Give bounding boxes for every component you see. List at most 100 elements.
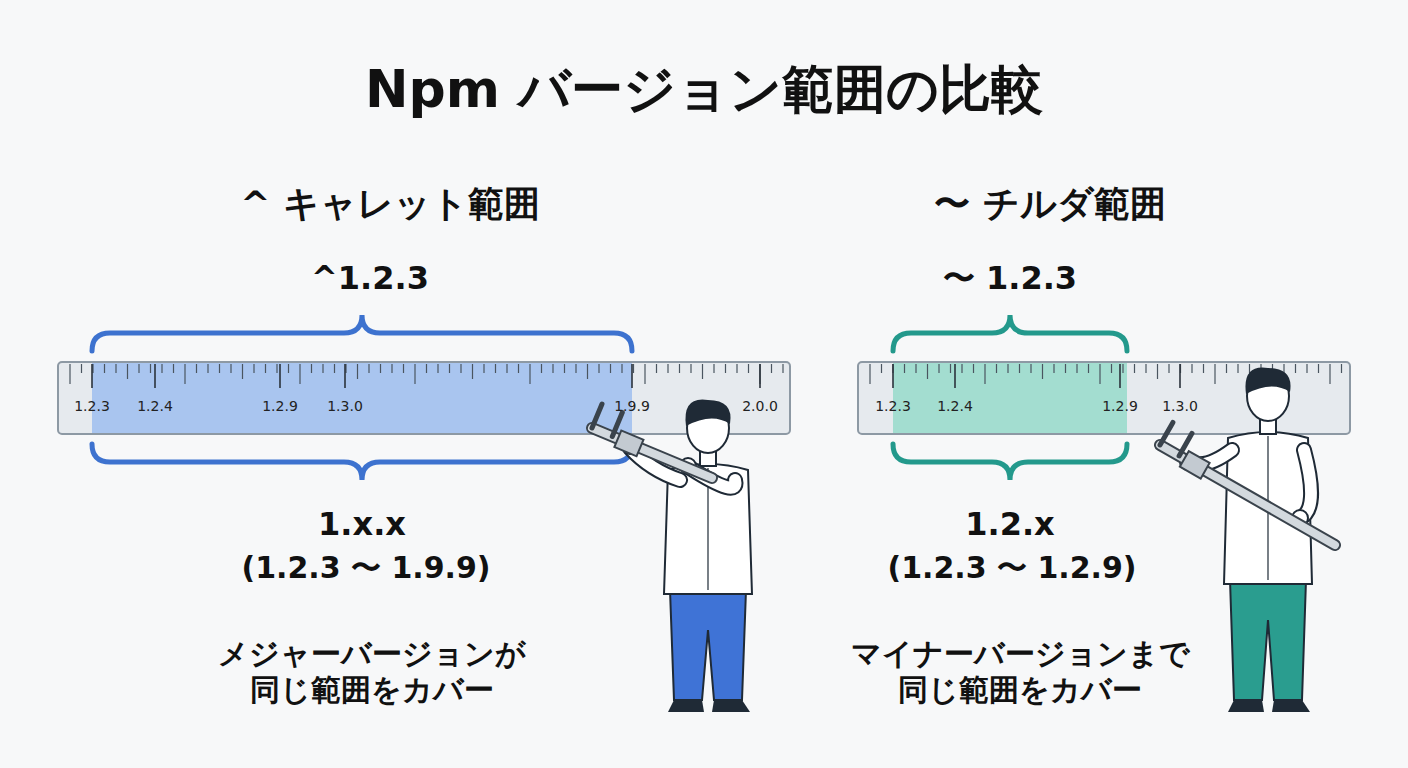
ruler-tick: [1249, 364, 1250, 373]
ruler-tick: [1145, 364, 1146, 373]
tick-label: 1.9.9: [614, 398, 650, 414]
ruler-tick: [927, 364, 928, 379]
ruler-tick: [748, 364, 749, 373]
ruler-tick: [311, 364, 312, 373]
ruler-tick: [961, 364, 962, 373]
ruler-major-tick: [631, 364, 633, 388]
ruler-tick: [984, 364, 985, 384]
ruler-tick: [598, 364, 599, 373]
ruler-tick: [771, 364, 772, 373]
caliper: [1160, 422, 1335, 545]
ruler-tick: [483, 364, 484, 373]
tick-label: 1.2.3: [74, 398, 110, 414]
ruler-tick: [1318, 364, 1319, 373]
ruler-tick: [81, 364, 82, 373]
ruler-tick: [334, 364, 335, 373]
ruler-tick: [196, 364, 197, 373]
tick-label: 1.3.0: [1162, 398, 1198, 414]
ruler-tick: [1214, 364, 1215, 384]
ruler-tick: [1237, 364, 1238, 373]
ruler-tick: [644, 364, 645, 384]
caliper: [592, 404, 712, 478]
ruler-tick: [736, 364, 737, 373]
ruler-tick: [207, 364, 208, 373]
ruler-tick: [230, 364, 231, 373]
ruler-tick: [1111, 364, 1112, 373]
ruler-tick: [414, 364, 415, 384]
ruler-major-tick: [91, 364, 93, 388]
ruler-tick: [1203, 364, 1204, 373]
ruler-tick: [253, 364, 254, 373]
range-brace: [92, 315, 632, 351]
ruler-tick: [529, 364, 530, 384]
tick-label: 1.3.0: [327, 398, 363, 414]
ruler-tick: [782, 364, 783, 373]
tick-label: 1.2.3: [875, 398, 911, 414]
ruler-tick: [1226, 364, 1227, 373]
ruler-tick: [299, 364, 300, 384]
range-description: マイナーバージョンまで 同じ範囲をカバー: [810, 636, 1230, 708]
ruler-tick: [69, 364, 70, 384]
version-ruler: 1.2.31.2.41.2.91.3.01.9.92.0.0: [58, 362, 790, 434]
range-brace: [893, 444, 1127, 480]
ruler-tick: [380, 364, 381, 373]
ruler-tick: [656, 364, 657, 373]
ruler-major-tick: [1179, 364, 1181, 388]
ruler-tick: [150, 364, 151, 373]
ruler-tick: [667, 364, 668, 373]
ruler-tick: [1019, 364, 1020, 373]
ruler-tick: [904, 364, 905, 373]
range-highlight: [893, 363, 1127, 433]
ruler-major-tick: [759, 364, 761, 388]
ruler-body: [58, 362, 790, 434]
ruler: [58, 362, 790, 434]
ruler-tick: [506, 364, 507, 373]
panel-heading: 〜 チルダ範囲: [840, 182, 1260, 225]
ruler-tick: [403, 364, 404, 373]
ruler-tick: [426, 364, 427, 373]
ruler-tick: [184, 364, 185, 384]
tick-label: 1.2.9: [262, 398, 298, 414]
ruler-tick: [587, 364, 588, 379]
ruler-tick: [173, 364, 174, 373]
ruler-tick: [265, 364, 266, 373]
ruler-tick: [472, 364, 473, 379]
ruler-tick: [973, 364, 974, 373]
ruler-tick: [702, 364, 703, 379]
ruler-tick: [725, 364, 726, 373]
range-brace: [893, 315, 1127, 351]
ruler-tick: [610, 364, 611, 373]
ruler-tick: [495, 364, 496, 373]
ruler-tick: [1306, 364, 1307, 373]
ruler-tick: [1099, 364, 1100, 384]
ruler-tick: [869, 364, 870, 384]
ruler-tick: [996, 364, 997, 373]
tick-label: 1.2.9: [1102, 398, 1138, 414]
ruler-tick: [161, 364, 162, 373]
ruler-tick: [104, 364, 105, 373]
ruler-tick: [1191, 364, 1192, 373]
ruler-tick: [1030, 364, 1031, 373]
ruler-tick: [541, 364, 542, 373]
ruler-tick: [1168, 364, 1169, 373]
ruler-tick: [621, 364, 622, 373]
range-pattern: 1.2.x: [860, 505, 1160, 543]
ruler-tick: [938, 364, 939, 373]
range-pattern: 1.x.x: [212, 505, 512, 543]
range-expression: ^1.2.3: [220, 259, 520, 297]
ruler-major-tick: [344, 364, 346, 388]
range-highlight: [92, 363, 632, 433]
person: [1180, 368, 1312, 712]
panel-heading: ^ キャレット範囲: [160, 182, 620, 225]
ruler-tick: [138, 364, 139, 373]
ruler-tick: [518, 364, 519, 373]
range-expression: 〜 1.2.3: [860, 259, 1160, 297]
ruler-tick: [713, 364, 714, 373]
ruler-tick: [1329, 364, 1330, 384]
ruler-tick: [460, 364, 461, 373]
range-bounds: (1.2.3 〜 1.9.9): [156, 550, 576, 586]
ruler-major-tick: [892, 364, 894, 388]
range-brace: [92, 444, 632, 480]
ruler-tick: [915, 364, 916, 373]
ruler-tick: [219, 364, 220, 373]
